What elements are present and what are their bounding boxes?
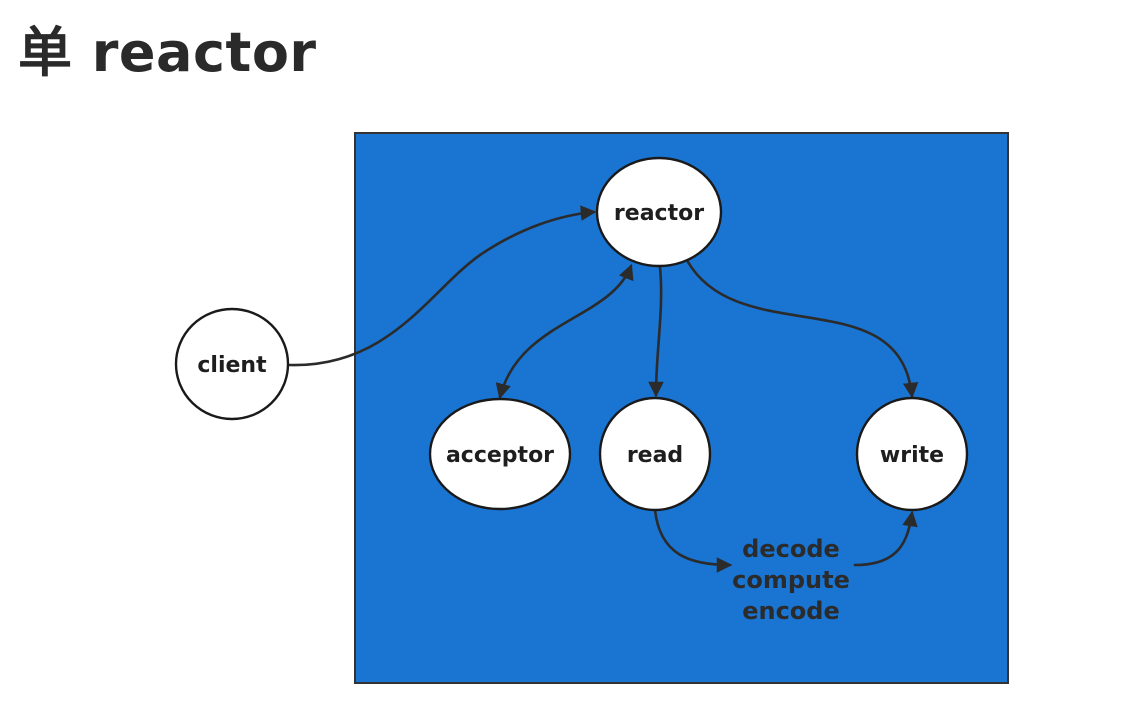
- edge-reactor-write: [686, 260, 919, 399]
- node-read: read: [598, 396, 712, 512]
- node-acceptor: acceptor: [428, 397, 572, 511]
- node-read-label: read: [627, 443, 683, 468]
- node-write: write: [855, 396, 969, 512]
- node-reactor: reactor: [595, 156, 723, 268]
- process-step-encode: encode: [742, 597, 840, 625]
- process-step-decode: decode: [742, 535, 840, 563]
- node-write-label: write: [880, 443, 944, 468]
- edge-read-process: [653, 508, 733, 573]
- page-title: 单 reactor: [18, 21, 317, 84]
- edge-process-write: [853, 510, 918, 567]
- edge-client-reactor: [287, 205, 597, 367]
- process-step-compute: compute: [732, 566, 850, 594]
- process-steps: decode compute encode: [732, 535, 850, 625]
- node-reactor-label: reactor: [614, 201, 704, 226]
- edge-reactor-read: [648, 265, 664, 398]
- node-acceptor-label: acceptor: [446, 443, 554, 468]
- node-client-label: client: [197, 353, 267, 378]
- edge-reactor-acceptor: [495, 263, 634, 400]
- node-client: client: [174, 307, 290, 421]
